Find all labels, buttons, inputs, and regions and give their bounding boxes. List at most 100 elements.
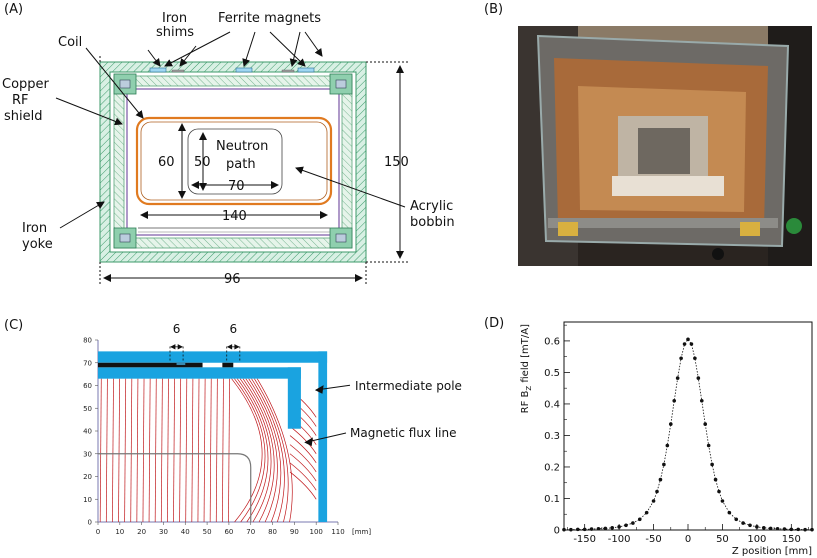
data-point <box>658 477 663 482</box>
flux-line <box>105 378 108 523</box>
data-point <box>696 376 701 380</box>
x-tick-label: -50 <box>645 534 661 545</box>
dim-50: 50 <box>194 155 211 170</box>
x-tick-label: 90 <box>290 528 299 536</box>
pole-annotation: Intermediate pole <box>355 379 462 393</box>
y-tick-label: 0 <box>554 526 560 537</box>
y-tick-label: 60 <box>83 382 92 390</box>
x-tick-label: 100 <box>747 534 766 545</box>
y-tick-label: 0.6 <box>544 336 560 347</box>
x-tick-label: 100 <box>309 528 322 536</box>
data-point <box>562 527 566 532</box>
data-point <box>603 526 608 531</box>
label-acrylic-2: bobbin <box>410 215 455 230</box>
dim-96: 96 <box>224 272 241 287</box>
iron-yoke-side <box>318 351 328 522</box>
data-point <box>569 527 573 532</box>
flux-line <box>203 378 206 523</box>
data-point <box>637 517 642 522</box>
label-iron-shims-1: Iron <box>162 11 187 26</box>
x-tick-label: 50 <box>203 528 212 536</box>
y-tick-label: 70 <box>83 359 92 367</box>
flux-line <box>112 378 114 523</box>
apparatus-photo <box>518 26 812 266</box>
panel-label-c: (C) <box>4 318 24 333</box>
data-point <box>734 517 739 522</box>
data-point <box>775 526 780 531</box>
flux-line <box>222 378 224 523</box>
flux-line <box>289 426 317 454</box>
y-axis-label-tail: field [mT/A] <box>520 324 531 386</box>
flux-line <box>289 444 317 473</box>
data-point <box>703 422 708 426</box>
panel-label-b: (B) <box>484 2 504 17</box>
data-point <box>617 525 621 529</box>
flux-line <box>124 378 127 523</box>
flux-line <box>248 378 282 523</box>
panel-label-d: (D) <box>484 316 505 331</box>
y-tick-label: 80 <box>83 337 92 345</box>
y-tick-label: 40 <box>83 428 92 436</box>
data-point <box>582 527 587 532</box>
y-axis-label-sub: Z <box>525 386 533 391</box>
data-point <box>655 489 659 494</box>
x-tick-label: 30 <box>159 528 168 536</box>
acrylic-bobbin <box>135 116 333 206</box>
plot-frame <box>563 321 813 531</box>
data-point <box>672 398 677 403</box>
neutron-path-box <box>187 128 283 195</box>
flux-line <box>239 378 272 523</box>
flux-line <box>228 378 230 523</box>
flux-line <box>245 378 278 523</box>
flux-line <box>256 378 293 523</box>
flux-line <box>197 378 200 523</box>
x-tick-label: -150 <box>573 534 596 545</box>
data-point <box>720 499 725 503</box>
data-point <box>741 521 745 525</box>
flux-line <box>179 378 182 523</box>
data-point <box>689 342 694 346</box>
label-ferrite-magnets: Ferrite magnets <box>218 11 321 26</box>
coil-outline <box>98 453 252 522</box>
flux-line <box>173 378 175 523</box>
label-iron-yoke-1: Iron <box>22 221 47 236</box>
x-tick-label: 0 <box>96 528 100 536</box>
flux-line <box>209 378 212 523</box>
y-axis-label-main: RF B <box>520 390 531 413</box>
data-point <box>610 525 615 530</box>
flux-line <box>251 378 285 523</box>
x-tick-label: 0 <box>685 534 691 545</box>
y-tick-label: 0.3 <box>544 431 560 442</box>
data-point <box>789 527 794 532</box>
data-point <box>589 527 594 531</box>
gap-arrowhead <box>177 344 183 350</box>
flux-line <box>185 378 188 523</box>
data-point <box>727 510 732 515</box>
x-tick-label: 20 <box>137 528 146 536</box>
flux-line <box>136 378 139 523</box>
dim-70: 70 <box>228 179 245 194</box>
flux-line <box>289 453 317 482</box>
data-point <box>768 526 773 531</box>
data-point <box>651 499 656 503</box>
x-tick-label: 110 <box>331 528 344 536</box>
dim-140: 140 <box>222 209 247 224</box>
x-unit-label: [mm] <box>352 528 371 536</box>
y-tick-label: 0.2 <box>544 462 560 473</box>
label-copper-3: shield <box>4 109 43 124</box>
gap-arrowhead <box>226 344 233 350</box>
flux-line <box>160 378 163 523</box>
flux-line <box>231 378 263 523</box>
flux-arrowhead <box>304 437 313 447</box>
data-point <box>706 443 711 448</box>
data-point <box>782 527 787 531</box>
data-point <box>748 523 752 528</box>
data-point <box>755 525 759 529</box>
flux-line <box>254 378 289 523</box>
data-point <box>686 337 690 342</box>
flux-line <box>167 378 169 523</box>
data-point <box>710 462 714 467</box>
ferrite-magnet <box>98 362 203 368</box>
label-neutron-2: path <box>226 157 256 172</box>
pole-arrowhead <box>314 385 324 394</box>
